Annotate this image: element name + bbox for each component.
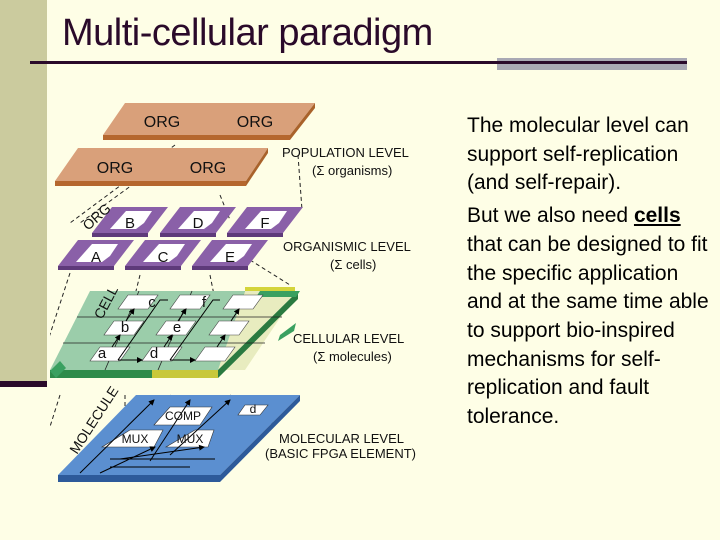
- sidebar-accent-bar: [0, 381, 47, 387]
- comp-block-label: COMP: [165, 409, 201, 423]
- molecular-level-fpga: [58, 395, 300, 482]
- d-block-label: d: [250, 402, 257, 416]
- cell-tile-label: E: [225, 249, 235, 266]
- molecule-label: d: [150, 345, 158, 362]
- molecule-label: b: [121, 319, 129, 336]
- body-text: The molecular level can support self-rep…: [467, 112, 717, 432]
- cell-tile-label: F: [260, 215, 269, 232]
- molecular-level-sublabel: (BASIC FPGA ELEMENT): [265, 446, 416, 461]
- org-tile-label: ORG: [237, 114, 273, 131]
- cellular-level-grid: [50, 287, 300, 378]
- cell-tile-label: D: [193, 215, 204, 232]
- cellular-level-sublabel: (Σ molecules): [313, 349, 392, 364]
- cell-tile-label: A: [91, 249, 101, 266]
- paragraph-2-start: But we also need: [467, 204, 634, 228]
- title-underline-accent: [497, 58, 687, 70]
- org-tile-label: ORG: [190, 160, 226, 177]
- population-level-tiles: [55, 103, 315, 186]
- mux-block-label: MUX: [122, 432, 149, 446]
- cell-tile-label: B: [125, 215, 135, 232]
- paragraph-2-end: that can be designed to fit the specific…: [467, 232, 709, 429]
- sidebar-decoration: [0, 0, 47, 381]
- population-level-sublabel: (Σ organisms): [312, 163, 392, 178]
- organismic-level-tiles: [58, 207, 303, 270]
- cell-tile-label: C: [158, 249, 169, 266]
- molecule-label: c: [148, 294, 156, 311]
- title-underline-accent-line: [497, 61, 687, 64]
- title-underline: [30, 61, 497, 64]
- organismic-level-label: ORGANISMIC LEVEL: [283, 239, 411, 254]
- molecule-label: a: [98, 345, 107, 362]
- molecular-level-label: MOLECULAR LEVEL: [279, 431, 404, 446]
- slide-title: Multi-cellular paradigm: [62, 12, 433, 54]
- org-tile-label: ORG: [144, 114, 180, 131]
- population-level-label: POPULATION LEVEL: [282, 145, 409, 160]
- cellular-level-label: CELLULAR LEVEL: [293, 331, 404, 346]
- molecule-label: f: [202, 294, 207, 311]
- organismic-level-sublabel: (Σ cells): [330, 257, 376, 272]
- cells-emphasis: cells: [633, 204, 681, 228]
- org-tile-label: ORG: [97, 160, 133, 177]
- multicellular-hierarchy-diagram: ORG ORG ORG ORG POPULATION LEVEL (Σ orga…: [29, 95, 450, 495]
- paragraph-1: The molecular level can support self-rep…: [467, 114, 689, 195]
- mux-block-label: MUX: [177, 432, 204, 446]
- molecule-label: e: [173, 319, 181, 336]
- paragraph-2: But we also need cells that can be desig…: [467, 202, 717, 432]
